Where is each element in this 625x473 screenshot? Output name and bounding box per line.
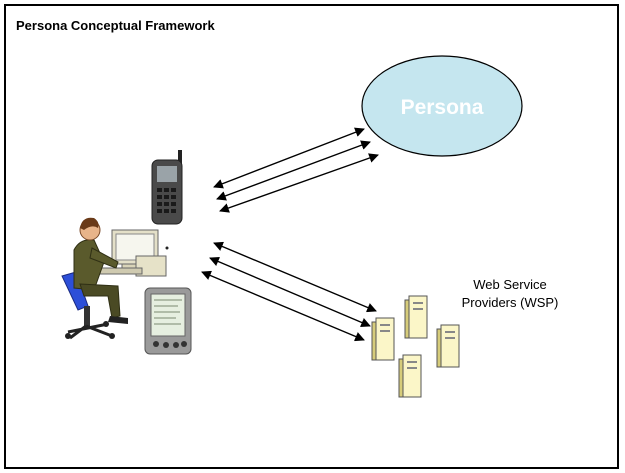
slide-frame bbox=[4, 4, 619, 469]
slide-title: Persona Conceptual Framework bbox=[16, 18, 215, 33]
user-person-icon bbox=[61, 217, 128, 340]
persona-arrow-3 bbox=[219, 153, 379, 213]
wsp-arrow-2 bbox=[209, 256, 371, 328]
persona-node: Persona bbox=[361, 55, 523, 157]
wsp-arrows bbox=[201, 241, 377, 342]
mobile-phone-icon bbox=[151, 150, 183, 225]
persona-label: Persona bbox=[401, 96, 484, 119]
wsp-arrow-1 bbox=[213, 241, 377, 313]
wsp-servers bbox=[371, 295, 460, 398]
pda-icon bbox=[144, 287, 192, 355]
server-icon bbox=[436, 324, 460, 368]
persona-arrow-1 bbox=[213, 127, 365, 189]
wsp-label: Web Service Providers (WSP) bbox=[440, 276, 580, 312]
computer-icon bbox=[95, 229, 169, 277]
server-icon bbox=[398, 354, 422, 398]
persona-arrows bbox=[213, 127, 379, 213]
wsp-arrow-3 bbox=[201, 270, 365, 342]
wsp-label-line2: Providers (WSP) bbox=[461, 295, 559, 310]
server-icon bbox=[371, 317, 395, 361]
persona-arrow-2 bbox=[216, 140, 371, 201]
server-icon bbox=[404, 295, 428, 339]
wsp-label-line1: Web Service bbox=[473, 277, 547, 292]
